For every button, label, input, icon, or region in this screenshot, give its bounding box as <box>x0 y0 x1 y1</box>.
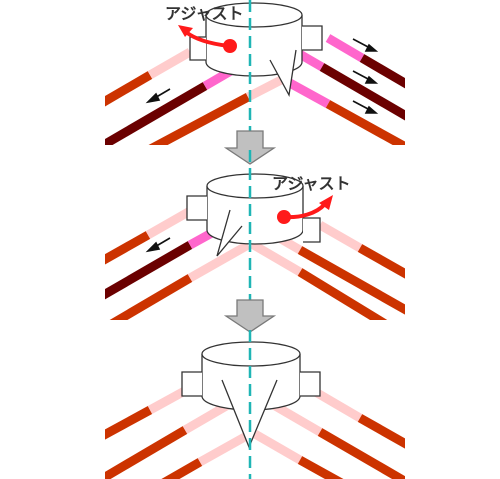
pulley-step-1 <box>189 2 323 98</box>
panel-step-1: アジャスト <box>105 0 405 145</box>
rope-right-lower <box>252 430 344 479</box>
rope-left-middle <box>105 220 231 300</box>
bracket-left <box>181 371 202 397</box>
panel-step-2: アジャスト <box>105 150 405 320</box>
small-arrow-icon <box>352 100 379 114</box>
pointer <box>269 49 297 98</box>
down-arrow-icon <box>223 299 277 333</box>
rope-left-lower <box>161 430 253 479</box>
bracket-right <box>300 371 321 397</box>
curved-arrow-icon <box>277 195 333 224</box>
panel-step-3 <box>105 330 405 479</box>
rope-right-lower <box>285 78 405 145</box>
small-arrow-icon <box>352 70 379 84</box>
rope-left-middle <box>105 394 243 479</box>
bracket-right <box>302 25 323 51</box>
down-arrow-icon <box>223 130 277 165</box>
ropes-step-3 <box>105 373 405 479</box>
rope-left-lower <box>148 74 286 145</box>
small-arrow-icon <box>145 88 171 104</box>
rope-right-lower <box>249 240 388 320</box>
rope-right-upper <box>317 221 405 279</box>
pulley-step-2 <box>186 173 321 257</box>
adjust-label-step-1: アジャスト <box>165 4 244 23</box>
bracket-left <box>186 195 207 221</box>
pointer <box>216 209 243 257</box>
pulley-top <box>206 173 304 199</box>
pulley-top <box>205 2 303 28</box>
direction-arrows-step-1 <box>145 38 379 114</box>
rope-right-upper <box>325 34 405 89</box>
direction-arrows-step-2 <box>145 237 171 253</box>
adjust-label-step-2: アジャスト <box>272 174 351 193</box>
ropes-step-1 <box>105 34 405 145</box>
bracket-right <box>303 217 321 243</box>
small-arrow-icon <box>352 38 379 52</box>
small-arrow-icon <box>145 237 171 253</box>
rope-left-upper <box>105 48 193 107</box>
rope-left-upper <box>105 207 193 265</box>
rope-left-lower <box>109 241 251 320</box>
curved-arrow-icon <box>178 25 237 53</box>
